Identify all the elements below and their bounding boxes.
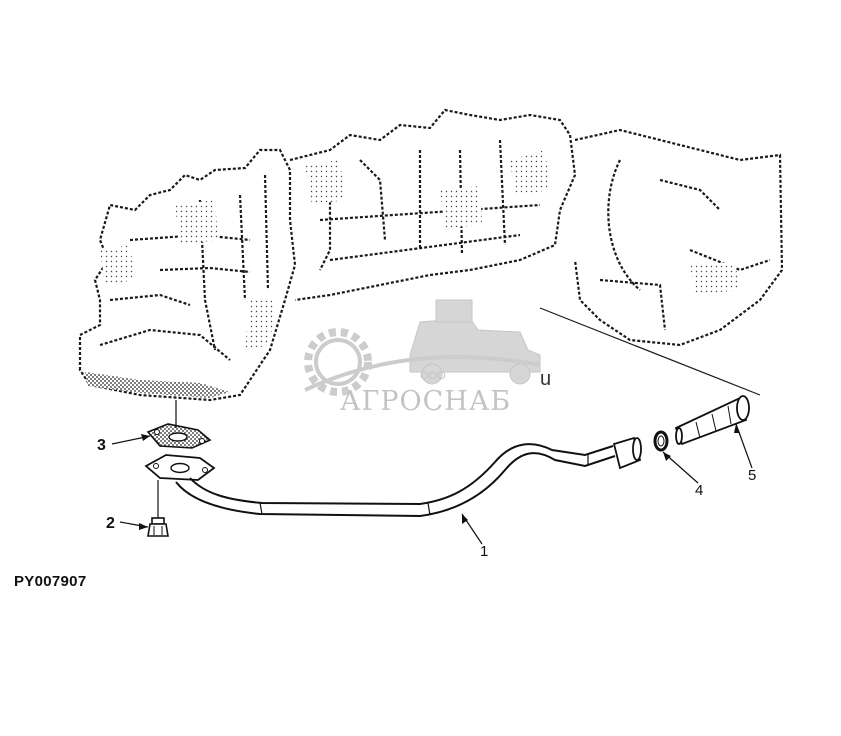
figure-id-label: PY007907 <box>14 573 87 590</box>
engine-shading <box>85 150 740 398</box>
callout-2-label: 2 <box>106 515 115 532</box>
o-ring-part <box>653 430 669 452</box>
engine-block-illustration <box>78 108 784 402</box>
tube-part <box>175 443 616 518</box>
callout-5-label: 5 <box>748 467 756 484</box>
callout-3-label: 3 <box>97 437 106 454</box>
watermark-name: АГРОСНАБ <box>340 386 511 417</box>
callout-1-label: 1 <box>480 543 488 560</box>
tube-end-collar <box>612 436 642 470</box>
tube-flange <box>144 454 216 481</box>
boot-part <box>674 395 750 446</box>
bolt-part <box>147 480 169 537</box>
gear-icon <box>304 328 372 396</box>
callout-arrowheads <box>139 424 740 530</box>
watermark-prefix: ООО <box>420 370 446 382</box>
callout-4-label: 4 <box>695 482 703 499</box>
watermark-logo: ООО АГРОСНАБ <box>304 299 541 417</box>
stray-mark: u <box>540 368 551 390</box>
gasket-part <box>146 423 212 449</box>
